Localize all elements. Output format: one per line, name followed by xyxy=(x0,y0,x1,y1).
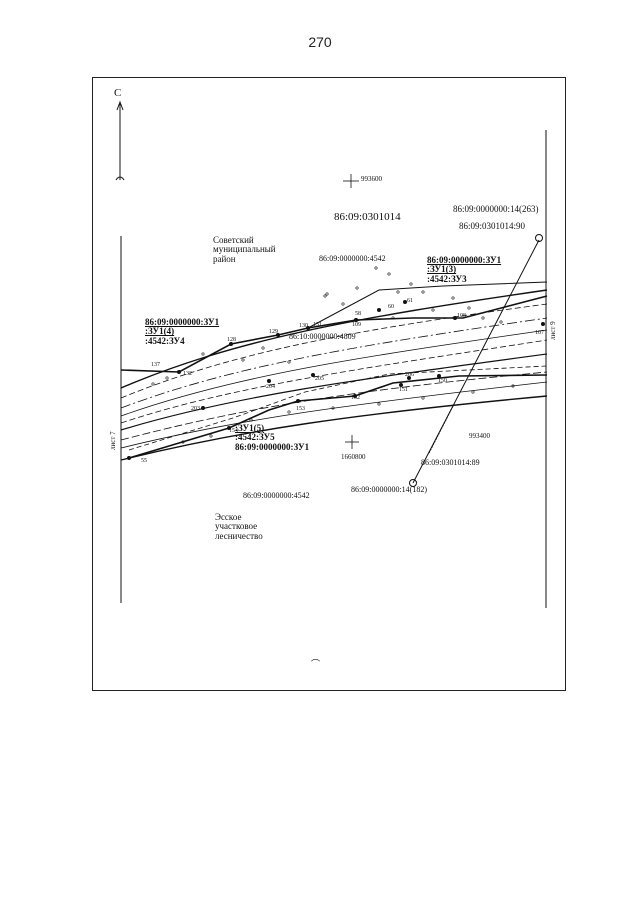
parcel-4542: 86:09:0000000:4542 xyxy=(319,254,386,263)
pt-58: 58 xyxy=(355,311,361,317)
parcel-14-182: 86:09:0000000:14(182) xyxy=(351,485,427,494)
scatter-dots xyxy=(151,266,515,444)
pt-129: 129 xyxy=(269,329,278,335)
pipeline-diagonal xyxy=(409,234,543,487)
pt-203: 203 xyxy=(191,406,200,412)
pt-154: 154 xyxy=(229,428,238,434)
pt-108: 108 xyxy=(457,313,466,319)
survey-points xyxy=(127,300,545,460)
pt-61: 61 xyxy=(407,298,413,304)
pt-137: 137 xyxy=(151,362,160,368)
pt-153: 153 xyxy=(296,406,305,412)
zu-block-right: 86:09:0000000:ЗУ1 :ЗУ1(3) :4542:ЗУ3 xyxy=(427,255,502,284)
north-arrow-icon xyxy=(115,100,125,181)
coord-cross-top xyxy=(343,174,359,188)
sheet-left: лист 7 xyxy=(109,431,117,450)
sheet-right: лист 9 xyxy=(549,321,557,340)
pt-109: 109 xyxy=(352,322,361,328)
pt-205: 205 xyxy=(315,376,324,382)
lower-inner-boundary xyxy=(128,365,548,451)
bottom-arc-icon: ⌒ xyxy=(311,659,321,669)
area-esskoe: Эсское участковое лесничество xyxy=(215,512,263,541)
pt-60: 60 xyxy=(388,304,394,310)
right-boundary xyxy=(307,281,548,329)
zu-block-left: 86:09:0000000:ЗУ1 :ЗУ1(4) :4542:ЗУ4 xyxy=(145,317,220,346)
coord-mid-right: 993400 xyxy=(469,432,490,440)
parcel-14-263: 86:09:0000000:14(263) xyxy=(453,204,539,214)
page-number: 270 xyxy=(308,34,332,50)
pt-152: 152 xyxy=(351,395,360,401)
pt-204: 204 xyxy=(266,384,275,390)
parcel-4809: 86:10:0000000:4809 xyxy=(289,332,356,341)
pt-55: 55 xyxy=(141,458,147,464)
lower-boundary xyxy=(128,374,548,459)
pt-130: 130 xyxy=(299,323,308,329)
north-label: С xyxy=(114,87,122,99)
coord-cross-center xyxy=(345,435,359,449)
pt-132: 132 xyxy=(183,371,192,377)
map-frame: С 993600 86:09:0301014 86:09:0000000:14(… xyxy=(92,77,566,691)
parcel-4542-bottom: 86:09:0000000:4542 xyxy=(243,491,310,500)
map-drawing xyxy=(115,100,548,608)
coord-top: 993600 xyxy=(361,175,382,183)
pt-128: 128 xyxy=(227,337,236,343)
parcel-90: 86:09:0301014:90 xyxy=(459,221,526,231)
area-sovetsky: Советский муниципальный район xyxy=(213,235,276,264)
zu-block-bottom: :ЗУ1(5) :4542:ЗУ5 86:09:0000000:ЗУ1 xyxy=(235,423,310,452)
parcel-main-label: 86:09:0301014 xyxy=(334,211,401,223)
pt-107: 107 xyxy=(535,330,544,336)
pt-206: 206 xyxy=(405,372,414,378)
pt-151: 151 xyxy=(399,387,408,393)
pt-150: 150 xyxy=(438,378,447,384)
pt-131: 131 xyxy=(313,322,322,328)
parcel-89: 86:09:0301014:89 xyxy=(421,458,480,467)
coord-center: 1660800 xyxy=(341,453,366,461)
